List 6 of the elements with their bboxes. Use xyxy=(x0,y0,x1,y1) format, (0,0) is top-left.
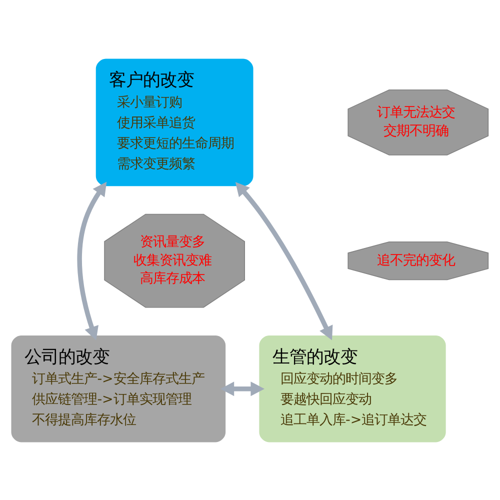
node-box: 公司的改变 订单式生产->安全库存式生产 供应链管理->订单实现管理 不得提高库存水位 xyxy=(11,334,226,442)
node-box: 客户的改变 采小量订购 使用采单追货 要求更短的生命周期 需求变更频繁 xyxy=(96,58,254,186)
arrow xyxy=(77,181,107,340)
arrow xyxy=(220,381,265,396)
node-box: 生管的改变 回应变动的时间变多 要越快回应变动 追工单入库->追订单达交 xyxy=(259,334,446,442)
arrow xyxy=(235,181,333,340)
